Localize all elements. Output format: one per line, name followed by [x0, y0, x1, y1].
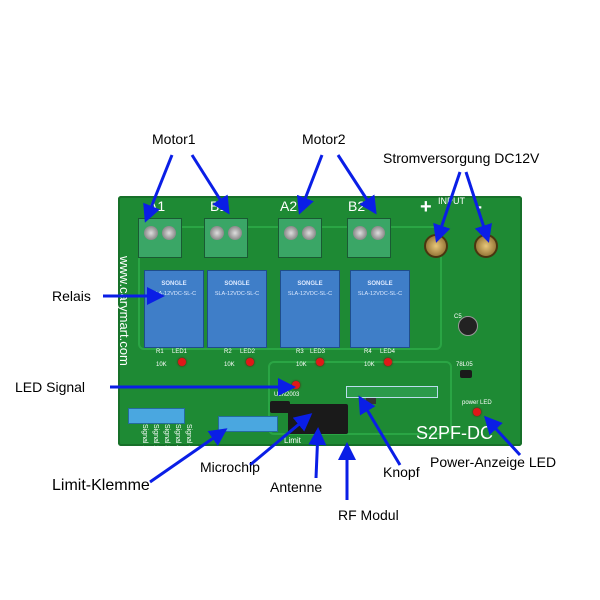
driver-chip: [270, 401, 290, 413]
motor-terminal-a1: [138, 218, 182, 258]
limit-silkscreen: Limit: [284, 436, 301, 445]
led-label: LED2: [240, 349, 256, 355]
motor-terminal-b2: [347, 218, 391, 258]
arrow-power-minus: [464, 171, 492, 243]
power-led-silkscreen: power LED: [462, 400, 492, 406]
label-led-signal: LED Signal: [15, 379, 86, 395]
label-power-led: Power-Anzeige LED: [430, 454, 557, 470]
resistor-value: 10K: [296, 362, 307, 368]
arrow-microchip: [249, 413, 313, 467]
led-label: LED4: [380, 349, 396, 355]
power-led: [473, 408, 481, 416]
label-relay: Relais: [52, 288, 91, 304]
label-motor2: Motor2: [302, 131, 346, 147]
arrow-motor1-a: [143, 154, 174, 223]
resistor-label: R4: [364, 349, 372, 355]
resistor-label: R1: [156, 349, 164, 355]
capacitor-label: C5: [454, 314, 462, 320]
arrow-antenna: [308, 427, 327, 479]
label-limit-terminal: Limit-Klemme: [52, 477, 150, 494]
signal-terminal-block: [128, 408, 185, 424]
arrow-power-led: [483, 415, 522, 457]
arrow-power-plus: [433, 171, 462, 243]
resistor-label: R2: [224, 349, 232, 355]
label-antenna: Antenne: [270, 479, 323, 495]
voltage-regulator: [460, 370, 472, 378]
regulator-label: 78L05: [456, 362, 473, 368]
plus-label: +: [420, 196, 432, 218]
arrow-motor2-a: [297, 154, 324, 215]
resistor-label: R3: [296, 349, 304, 355]
arrow-motor1-b: [190, 154, 230, 215]
arrow-limit: [149, 428, 228, 484]
led-label: LED3: [310, 349, 326, 355]
relay-led-1: [178, 358, 186, 366]
terminal-label-a2: A2: [280, 198, 298, 214]
resistor-value: 10K: [364, 362, 375, 368]
relay-led-2: [246, 358, 254, 366]
model-silkscreen: S2PF-DC: [416, 423, 494, 443]
minus-label: -: [476, 196, 482, 216]
motor-terminal-b1: [204, 218, 248, 258]
led-label: LED1: [172, 349, 188, 355]
trace: [268, 361, 452, 435]
relay-led-4: [384, 358, 392, 366]
motor-terminal-a2: [278, 218, 322, 258]
label-rf-module: RF Modul: [338, 507, 399, 523]
limit-terminal-block: [218, 416, 278, 432]
label-power-supply: Stromversorgung DC12V: [383, 150, 540, 166]
resistor-value: 10K: [224, 362, 235, 368]
signal-led: [292, 381, 300, 389]
resistor-value: 10K: [156, 362, 167, 368]
capacitor: [458, 316, 478, 336]
relay-led-3: [316, 358, 324, 366]
arrow-button: [358, 395, 402, 466]
rf-module: [346, 386, 438, 398]
arrow-motor2-b: [336, 154, 377, 215]
label-microchip: Microchip: [200, 459, 260, 475]
label-motor1: Motor1: [152, 131, 196, 147]
label-button: Knopf: [383, 464, 420, 480]
